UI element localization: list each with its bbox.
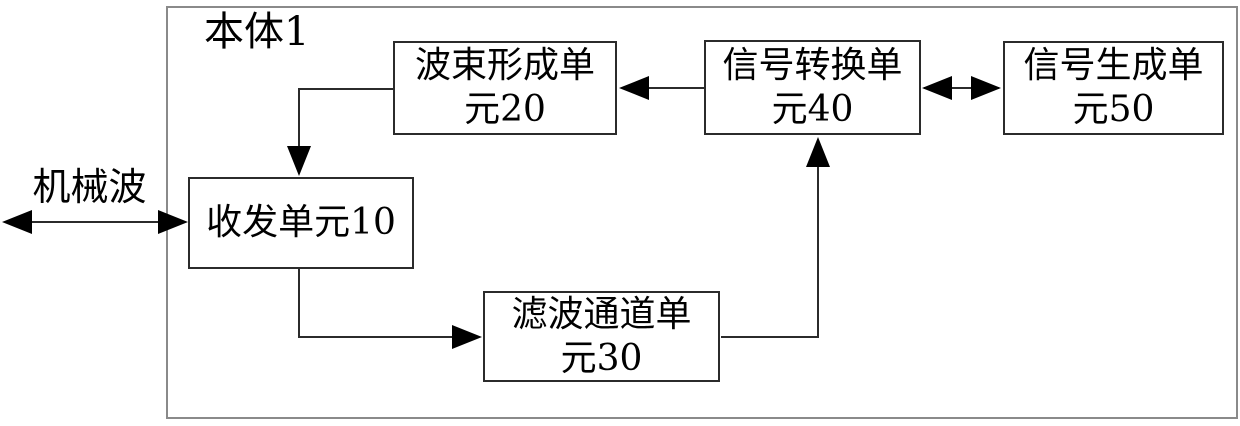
- filter-channel-unit-label-line1: 滤波通道单: [511, 293, 692, 335]
- box-beamforming-unit-20: 波束形成单 元20: [393, 41, 617, 135]
- signal-conversion-unit-label-line1: 信号转换单: [722, 44, 903, 86]
- signal-generation-unit-label-line1: 信号生成单: [1023, 45, 1204, 87]
- arrow-mechanical-wave: [2, 210, 188, 234]
- body-label: 本体1: [204, 9, 310, 55]
- box-transceiver-unit-10: 收发单元10: [188, 177, 414, 269]
- box-signal-conversion-unit-40: 信号转换单 元40: [704, 40, 921, 135]
- signal-generation-unit-label-line2: 元50: [1072, 89, 1155, 130]
- beamforming-unit-label-line2: 元20: [464, 89, 546, 130]
- transceiver-unit-label: 收发单元10: [206, 202, 396, 244]
- box-signal-generation-unit-50: 信号生成单 元50: [1003, 41, 1224, 135]
- signal-conversion-unit-label-line2: 元40: [771, 88, 854, 130]
- box-filter-channel-unit-30: 滤波通道单 元30: [483, 291, 720, 382]
- beamforming-unit-label-line1: 波束形成单: [414, 45, 595, 87]
- filter-channel-unit-label-line2: 元30: [560, 337, 643, 379]
- mechanical-wave-label: 机械波: [32, 165, 147, 209]
